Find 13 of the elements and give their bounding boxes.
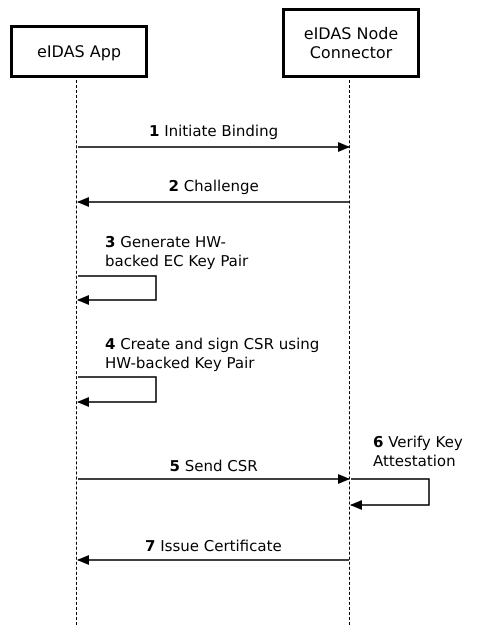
message-label: 1 Initiate Binding xyxy=(149,122,278,141)
message-label: 2 Challenge xyxy=(168,177,259,196)
message-arrow xyxy=(77,376,157,407)
lifeline xyxy=(349,80,350,625)
message-arrow xyxy=(77,555,349,565)
participant-box: eIDAS App xyxy=(10,25,148,78)
message-arrow xyxy=(78,474,350,484)
message-arrow xyxy=(77,197,349,207)
message-arrow xyxy=(78,142,350,152)
lifeline xyxy=(76,80,77,625)
message-arrow xyxy=(350,478,430,510)
message-arrow xyxy=(77,275,157,305)
participant-box: eIDAS Node Connector xyxy=(282,8,420,78)
